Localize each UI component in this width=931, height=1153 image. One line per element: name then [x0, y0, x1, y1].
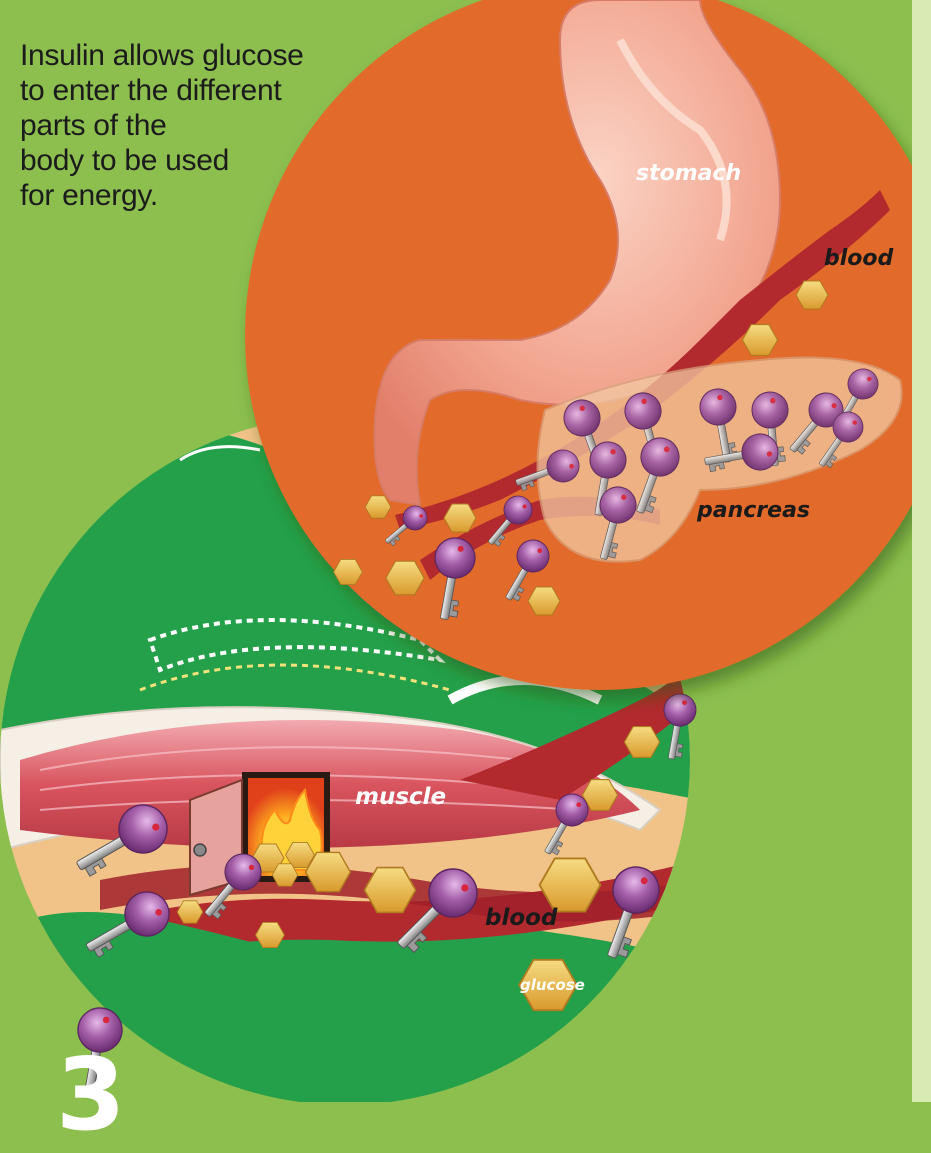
- label-muscle: muscle: [355, 784, 446, 810]
- label-blood-upper: blood: [824, 246, 894, 271]
- label-stomach: stomach: [636, 161, 741, 186]
- caption-line: for energy.: [20, 178, 320, 213]
- caption-line: to enter the different: [20, 73, 320, 108]
- step-number: 3: [56, 1045, 126, 1145]
- label-blood-lower: blood: [485, 905, 558, 931]
- caption-text: Insulin allows glucose to enter the diff…: [20, 38, 320, 213]
- label-glucose: glucose: [520, 976, 585, 994]
- label-pancreas: pancreas: [696, 498, 810, 523]
- side-panel: [912, 0, 931, 1102]
- caption-line: body to be used: [20, 143, 320, 178]
- caption-line: parts of the: [20, 108, 320, 143]
- caption-line: Insulin allows glucose: [20, 38, 320, 73]
